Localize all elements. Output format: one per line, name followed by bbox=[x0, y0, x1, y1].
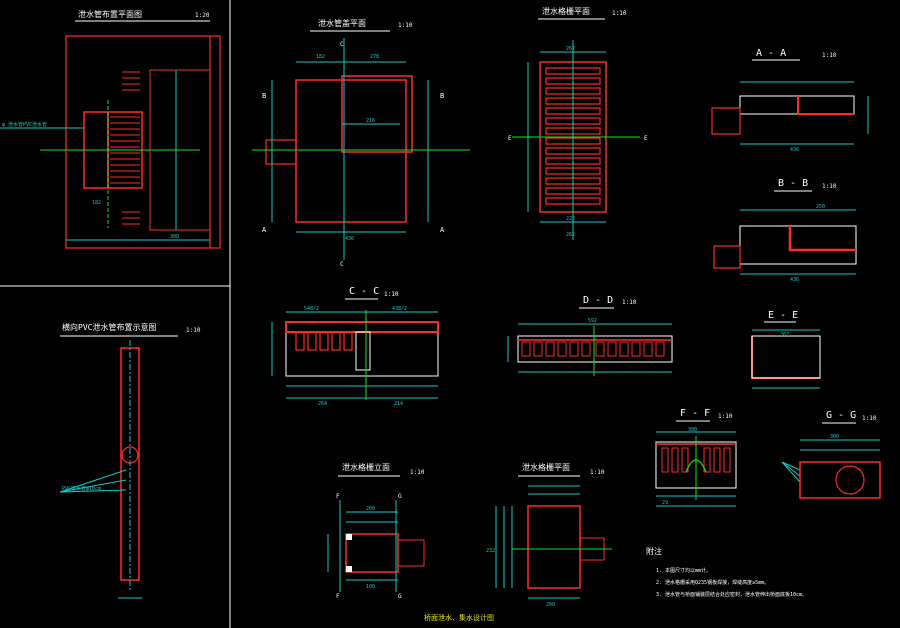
cut-f-bottom: F bbox=[336, 593, 340, 600]
dim-182-left: 182 bbox=[92, 200, 101, 206]
sec-cc-title: C - C bbox=[349, 286, 379, 297]
dim-182: 182 bbox=[316, 54, 325, 60]
sec-gg-scale: 1:10 bbox=[862, 415, 877, 422]
top-grate-scale: 1:10 bbox=[398, 22, 413, 29]
section-bb: B - B 1:10 436 250 bbox=[713, 178, 857, 283]
dim-bm-200: 200 bbox=[546, 602, 555, 608]
pvc-detail-view: 横向PVC泄水管布置示意图 1:10 PVC泄水管φ10cm bbox=[59, 322, 201, 599]
sec-ee-title: E - E bbox=[768, 310, 798, 321]
dim-ff-29: 29 bbox=[662, 500, 668, 506]
cut-c-top: C bbox=[340, 41, 344, 48]
dim-gg-300: 300 bbox=[830, 434, 839, 440]
cut-a-right: A bbox=[440, 226, 445, 234]
section-ff: F - F 1:10 300 29 bbox=[655, 408, 737, 507]
dim-cc-264: 264 bbox=[318, 401, 327, 407]
sec-dd-scale: 1:10 bbox=[622, 299, 637, 306]
cut-g-bottom: G bbox=[398, 593, 402, 600]
cut-b-right: B bbox=[440, 92, 444, 100]
sec-bb-title: B - B bbox=[778, 178, 808, 189]
dim-bb-250: 250 bbox=[816, 204, 825, 210]
footer-title: 桥面泄水、集水设计图 bbox=[424, 613, 494, 622]
panel-frames bbox=[0, 0, 231, 628]
bottom-left-grating-view: 泄水格栅立面 1:10 200 100 F G F G bbox=[327, 462, 425, 600]
dim-222: 222 bbox=[566, 216, 575, 222]
section-gg: G - G 1:10 300 bbox=[781, 410, 881, 499]
layout-plan-scale: 1:20 bbox=[195, 12, 210, 19]
bottom-mid-grating-view: 泄水格栅平面 1:10 200 232 bbox=[486, 462, 612, 608]
sec-aa-scale: 1:10 bbox=[822, 52, 837, 59]
pvc-detail-title: 横向PVC泄水管布置示意图 bbox=[62, 322, 156, 332]
section-aa: A - A 1:10 436 bbox=[711, 48, 869, 153]
note-2: 2. 泄水格栅采用Q235钢板焊接，焊缝高度≥5mm。 bbox=[656, 579, 769, 586]
section-ee: E - E 262 bbox=[751, 310, 821, 389]
dim-216: 216 bbox=[366, 118, 375, 124]
sec-aa-title: A - A bbox=[756, 48, 786, 59]
cut-b-left: B bbox=[262, 92, 266, 100]
layout-plan-view: 泄水管布置平面图 1:20 φ 泄水管PVC泄水 bbox=[0, 9, 221, 249]
top-grate-plan-view: 泄水管盖平面 1:10 182 278 436 216 B B A A C C bbox=[252, 18, 470, 268]
cut-g-top: G bbox=[398, 493, 402, 500]
bottom-mid-scale: 1:10 bbox=[590, 469, 605, 476]
cut-f-top: F bbox=[336, 493, 340, 500]
sec-bb-scale: 1:10 bbox=[822, 183, 837, 190]
sec-ff-title: F - F bbox=[680, 408, 710, 419]
left-callout: φ 泄水管PVC泄水管 bbox=[2, 121, 47, 128]
dim-bl-100: 100 bbox=[366, 584, 375, 590]
section-cc: C - C 1:10 548/2 438/2 264 214 bbox=[271, 286, 439, 407]
dim-278: 278 bbox=[370, 54, 379, 60]
dim-bb-436: 436 bbox=[790, 277, 799, 283]
sec-gg-title: G - G bbox=[826, 410, 856, 421]
dim-ff-300: 300 bbox=[688, 427, 697, 433]
bottom-left-scale: 1:10 bbox=[410, 469, 425, 476]
sec-cc-scale: 1:10 bbox=[384, 291, 399, 298]
sec-ff-scale: 1:10 bbox=[718, 413, 733, 420]
dim-cc-right: 438/2 bbox=[392, 306, 407, 312]
cut-e-left: E bbox=[508, 135, 512, 142]
cut-e-right: E bbox=[644, 135, 648, 142]
dim-262-top: 262 bbox=[566, 46, 575, 52]
bottom-mid-title: 泄水格栅平面 bbox=[522, 462, 570, 472]
dim-dd-592: 592 bbox=[588, 318, 597, 324]
pvc-detail-scale: 1:10 bbox=[186, 327, 201, 334]
layout-plan-title: 泄水管布置平面图 bbox=[78, 9, 142, 19]
dim-bm-232: 232 bbox=[486, 548, 495, 554]
grating-plan-title: 泄水格栅平面 bbox=[542, 6, 590, 16]
note-1: 1. 本图尺寸均以mm计。 bbox=[656, 567, 711, 574]
top-grate-title: 泄水管盖平面 bbox=[318, 18, 366, 28]
dim-aa-436: 436 bbox=[790, 147, 799, 153]
note-3: 3. 泄水管与桥面铺装层结合处应密封，泄水管伸出桥面底板10cm。 bbox=[656, 591, 807, 598]
dim-300-left: 300 bbox=[170, 234, 179, 240]
dim-436: 436 bbox=[345, 236, 354, 242]
dim-cc-left: 548/2 bbox=[304, 306, 319, 312]
dim-cc-214: 214 bbox=[394, 401, 403, 407]
grating-plan-scale: 1:10 bbox=[612, 10, 627, 17]
grating-plan-view: 泄水格栅平面 1:10 262 222 262 E E bbox=[508, 6, 648, 240]
cut-a-left: A bbox=[262, 226, 267, 234]
pvc-callout: PVC泄水管φ10cm bbox=[62, 485, 101, 492]
notes-block: 附注 1. 本图尺寸均以mm计。 2. 泄水格栅采用Q235钢板焊接，焊缝高度≥… bbox=[646, 546, 807, 598]
section-dd: D - D 1:10 592 bbox=[507, 295, 673, 376]
cut-c-bottom: C bbox=[340, 261, 344, 268]
bottom-left-title: 泄水格栅立面 bbox=[342, 462, 390, 472]
dim-262-bottom: 262 bbox=[566, 232, 575, 238]
dim-bl-200: 200 bbox=[366, 506, 375, 512]
sec-dd-title: D - D bbox=[583, 295, 613, 306]
dim-ee-262: 262 bbox=[780, 332, 789, 338]
notes-heading: 附注 bbox=[646, 546, 662, 556]
